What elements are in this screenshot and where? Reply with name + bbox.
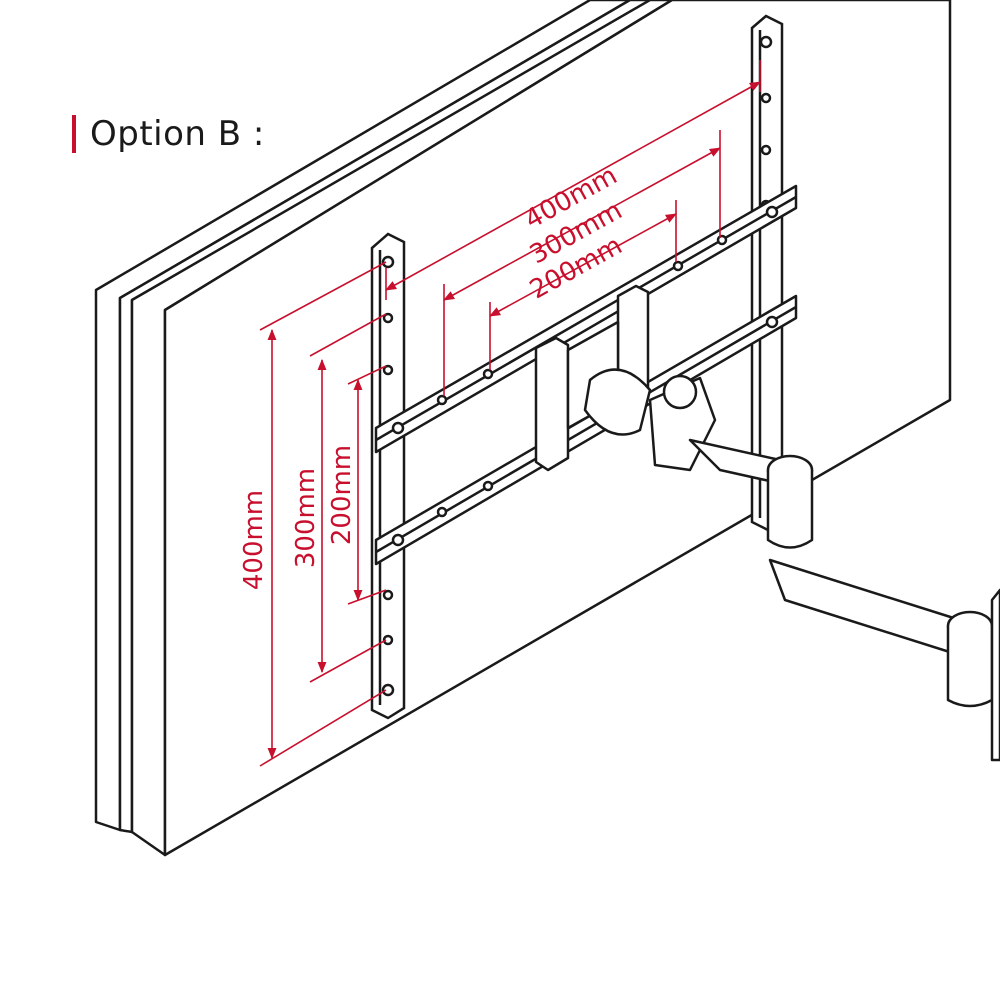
right-rail <box>750 14 784 532</box>
articulating-arm <box>583 368 1000 762</box>
dim-label-v-200: 200mm <box>327 445 357 545</box>
dim-label-v-300: 300mm <box>291 468 321 568</box>
vertical-dimensions <box>259 261 387 767</box>
option-heading: Option B : <box>72 112 265 156</box>
heading-label: Option B : <box>90 114 265 154</box>
dim-label-v-400: 400mm <box>239 490 269 590</box>
dim-line-h-200 <box>489 213 677 317</box>
tilt-head <box>583 368 652 436</box>
elbow-joint <box>766 470 814 549</box>
lower-link <box>768 558 977 662</box>
accent-bar <box>72 115 76 153</box>
horizontal-dimensions <box>385 60 761 396</box>
wall-panel <box>94 0 952 857</box>
base-joint <box>946 626 994 708</box>
